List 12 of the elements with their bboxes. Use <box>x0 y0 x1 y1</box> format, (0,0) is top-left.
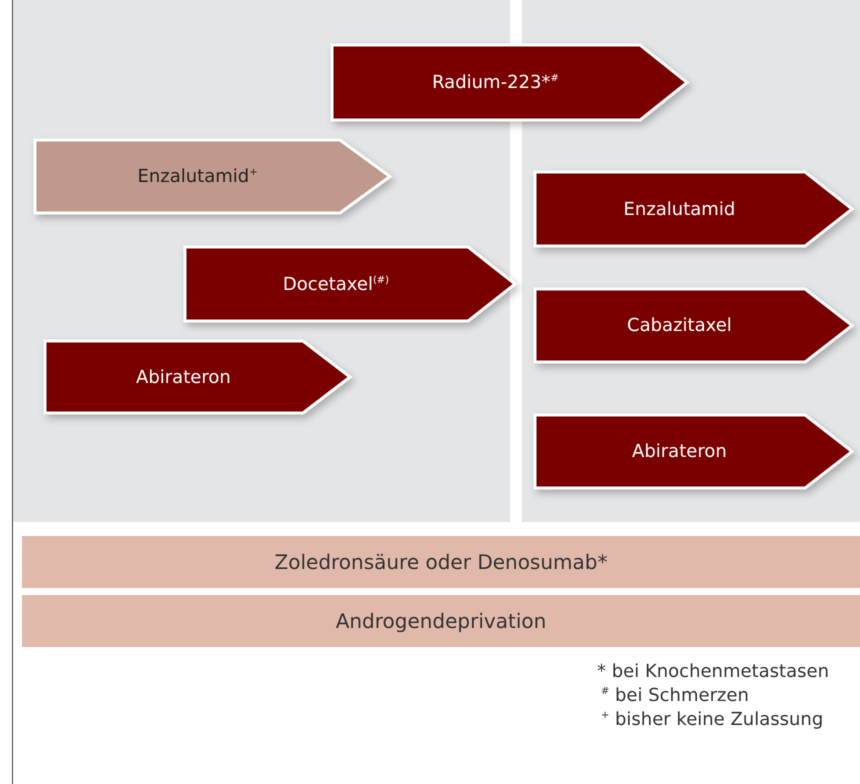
footnote: $^{#}$ bei Schmerzen <box>601 685 749 706</box>
footnote: $^{+}$ bisher keine Zulassung <box>601 709 824 730</box>
therapy-name: Docetaxel$^{(#)}$ <box>282 274 389 294</box>
therapy-name: Abirateron <box>136 366 231 388</box>
therapy-name: Zoledronsäure oder Denosumab* <box>274 550 608 574</box>
therapy-name: Abirateron <box>632 441 727 462</box>
footnote: * bei Knochenmetastasen <box>597 661 829 682</box>
therapy-name: Radium-223*$^{#}$ <box>432 72 559 93</box>
therapy-name: Enzalutamid$^{+}$ <box>138 166 258 187</box>
therapy-name: Androgendeprivation <box>336 609 546 633</box>
therapy-name: Cabazitaxel <box>627 315 732 336</box>
therapy-name: Enzalutamid <box>624 198 736 220</box>
